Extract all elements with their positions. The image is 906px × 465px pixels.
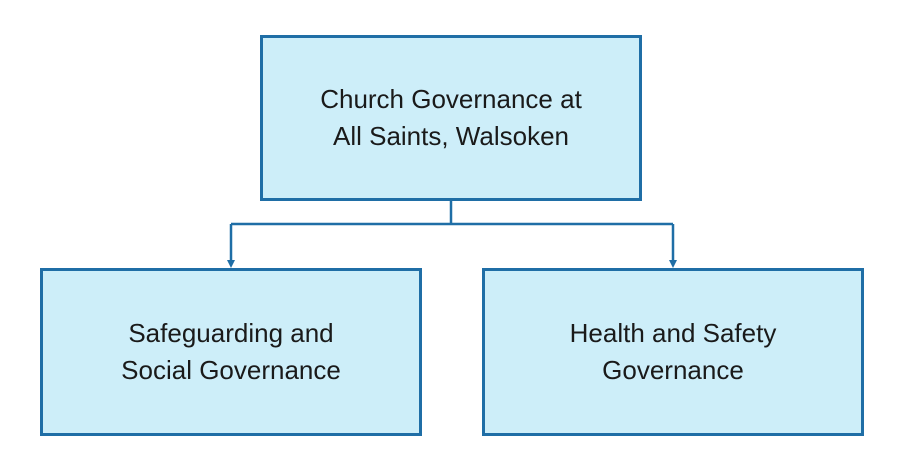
child-node-safeguarding: Safeguarding and Social Governance [40,268,422,436]
child-node-safeguarding-line-2: Social Governance [121,355,341,385]
child-node-health-and-safety: Health and Safety Governance [482,268,864,436]
child-node-health-and-safety-line-2: Governance [602,355,744,385]
root-node-church-governance: Church Governance at All Saints, Walsoke… [260,35,642,201]
root-node-line-1: Church Governance at [320,84,582,114]
child-node-health-and-safety-label: Health and Safety Governance [570,315,777,389]
root-node-line-2: All Saints, Walsoken [332,121,570,151]
root-node-label: Church Governance at All Saints, Walsoke… [320,81,582,155]
child-node-safeguarding-label: Safeguarding and Social Governance [121,315,341,389]
child-node-health-and-safety-line-1: Health and Safety [569,318,777,348]
child-node-safeguarding-line-1: Safeguarding and [128,318,334,348]
